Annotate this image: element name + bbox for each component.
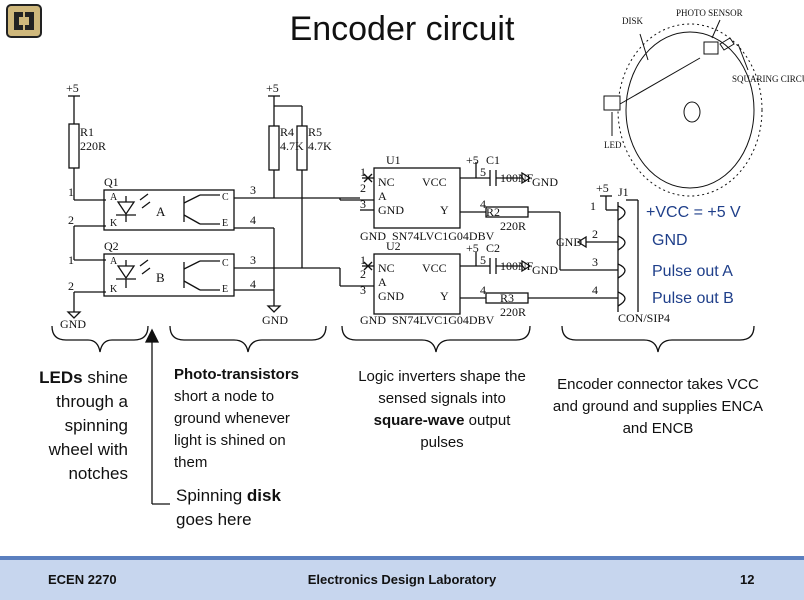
- r5-value: 4.7K: [308, 139, 332, 153]
- label-gnd: GND: [652, 232, 688, 249]
- c1-gnd: GND: [532, 175, 558, 189]
- q2-collector: C: [222, 258, 229, 269]
- q1-emitter: E: [222, 218, 228, 229]
- j1-pin2: 2: [592, 227, 598, 241]
- c2-gnd: GND: [532, 263, 558, 277]
- c2-ref: C2: [486, 241, 500, 255]
- illustration-squaring-label: SQUARING CIRCUIT: [732, 74, 804, 84]
- u1-part: SN74LVC1G04DBV: [392, 229, 495, 243]
- j1-pin4: 4: [592, 283, 598, 297]
- r3-ref: R3: [500, 291, 514, 305]
- q1-anode: A: [110, 192, 118, 203]
- q1-pin1: 1: [68, 185, 74, 199]
- u2-pin3: 3: [360, 283, 366, 297]
- u2-pin2: 2: [360, 267, 366, 281]
- u2-a: A: [378, 275, 387, 289]
- u1-y: Y: [440, 203, 449, 217]
- q1-pin4: 4: [250, 213, 256, 227]
- j1-part: CON/SIP4: [618, 311, 670, 325]
- supply-label-r1: +5: [66, 81, 79, 95]
- q2-pin2: 2: [68, 279, 74, 293]
- u2-ref: U2: [386, 239, 401, 253]
- q1-pin2: 2: [68, 213, 74, 227]
- footer-lab-name: Electronics Design Laboratory: [307, 572, 497, 587]
- q2-pin1: 1: [68, 253, 74, 267]
- caption-disk: Spinning disk goes here: [176, 486, 281, 529]
- q2-anode: A: [110, 256, 118, 267]
- q2-channel: B: [156, 270, 165, 285]
- j1-pin1: 1: [590, 199, 596, 213]
- illustration-led-label: LED: [604, 140, 622, 150]
- university-logo-icon: [6, 4, 42, 38]
- slide-title: Encoder circuit: [289, 10, 515, 48]
- u1-pin1: 1: [360, 165, 366, 179]
- illustration-sensor-label: PHOTO SENSOR: [676, 8, 743, 18]
- q1-collector: C: [222, 192, 229, 203]
- c2-supply: +5: [466, 241, 479, 255]
- u2-pin1: 1: [360, 253, 366, 267]
- u2-nc: NC: [378, 261, 395, 275]
- u1-ref: U1: [386, 153, 401, 167]
- r1-value: 220R: [80, 139, 106, 153]
- label-pulse-a: Pulse out A: [652, 263, 733, 280]
- u2-gnd-pin: GND: [360, 313, 386, 327]
- q2-emitter: E: [222, 284, 228, 295]
- r2-ref: R2: [486, 205, 500, 219]
- q2-ref: Q2: [104, 239, 119, 253]
- c2-value: 100NF: [500, 259, 534, 273]
- r4-ref: R4: [280, 125, 294, 139]
- slide-footer: ECEN 2270 Electronics Design Laboratory …: [0, 556, 804, 600]
- caption-leds: LEDs shine through a spinning wheel with…: [39, 368, 128, 483]
- u2-part: SN74LVC1G04DBV: [392, 313, 495, 327]
- r4-value: 4.7K: [280, 139, 304, 153]
- j1-supply: +5: [596, 181, 609, 195]
- caption-connector: Encoder connector takes VCC and ground a…: [552, 376, 764, 437]
- r1-ref: R1: [80, 125, 94, 139]
- footer-page-number: 12: [740, 572, 755, 587]
- encoder-disk-illustration: [603, 19, 763, 197]
- u1-pin4: 4: [480, 197, 486, 211]
- c1-supply: +5: [466, 153, 479, 167]
- u1-gnd: GND: [378, 203, 404, 217]
- q1-ref: Q1: [104, 175, 119, 189]
- j1-ref: J1: [618, 185, 629, 199]
- label-vcc: +VCC = +5 V: [646, 204, 741, 221]
- u1-pin3: 3: [360, 197, 366, 211]
- gnd-label-left: GND: [60, 317, 86, 331]
- u2-gnd: GND: [378, 289, 404, 303]
- q2-pin3: 3: [250, 253, 256, 267]
- u1-nc: NC: [378, 175, 395, 189]
- u2-vcc: VCC: [422, 261, 447, 275]
- u2-y: Y: [440, 289, 449, 303]
- r3-value: 220R: [500, 305, 526, 319]
- supply-label-r4: +5: [266, 81, 279, 95]
- c1-ref: C1: [486, 153, 500, 167]
- u1-gnd-pin: GND: [360, 229, 386, 243]
- gnd-label-mid: GND: [262, 313, 288, 327]
- u1-a: A: [378, 189, 387, 203]
- u1-pin5: 5: [480, 165, 486, 179]
- u1-pin2: 2: [360, 181, 366, 195]
- q1-cathode: K: [110, 218, 118, 229]
- u2-pin4: 4: [480, 283, 486, 297]
- u1-vcc: VCC: [422, 175, 447, 189]
- r2-value: 220R: [500, 219, 526, 233]
- footer-course: ECEN 2270: [48, 572, 117, 587]
- caption-logic-inverters: Logic inverters shape the sensed signals…: [358, 368, 526, 451]
- r5-ref: R5: [308, 125, 322, 139]
- caption-phototransistors: Photo-transistors short a node to ground…: [174, 366, 300, 471]
- c1-value: 100NF: [500, 171, 534, 185]
- u2-pin5: 5: [480, 253, 486, 267]
- label-pulse-b: Pulse out B: [652, 290, 734, 307]
- j1-pin3: 3: [592, 255, 598, 269]
- illustration-disk-label: DISK: [622, 16, 644, 26]
- j1-gnd: GND: [556, 235, 582, 249]
- q1-channel: A: [156, 204, 166, 219]
- q1-pin3: 3: [250, 183, 256, 197]
- q2-cathode: K: [110, 284, 118, 295]
- q2-pin4: 4: [250, 277, 256, 291]
